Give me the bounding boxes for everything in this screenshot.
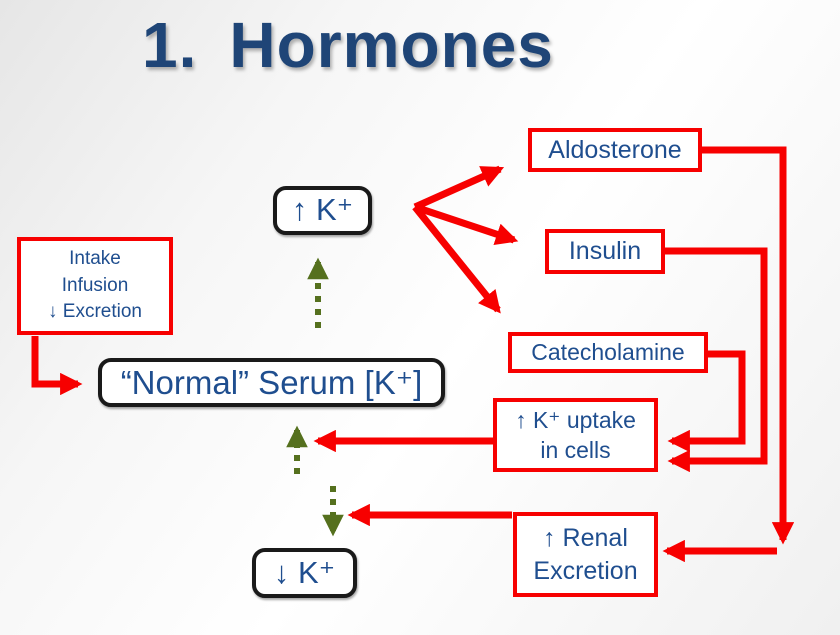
- box-aldosterone-label: Aldosterone: [548, 135, 682, 164]
- slide-title-text: Hormones: [229, 9, 554, 81]
- arrow-aldosterone-down: [701, 146, 795, 545]
- box-catecholamine: Catecholamine: [508, 332, 708, 373]
- box-increased-k: ↑ K⁺: [273, 186, 372, 235]
- arrow-kup-to-catecholamine: [412, 204, 501, 314]
- box-decreased-k: ↓ K⁺: [252, 548, 357, 598]
- box-k-uptake-in-cells: ↑ K⁺ uptake in cells: [493, 398, 658, 472]
- box-intake-line1: Intake: [69, 247, 121, 269]
- box-intake-line3: ↓ Excretion: [48, 301, 142, 323]
- arrow-kup-to-insulin: [413, 203, 519, 245]
- box-normal-serum-k-label: “Normal” Serum [K⁺]: [120, 363, 423, 401]
- slide-title-number: 1.: [142, 9, 198, 81]
- box-intake-line2: Infusion: [61, 274, 129, 296]
- box-normal-serum-k: “Normal” Serum [K⁺]: [98, 358, 445, 407]
- box-insulin-label: Insulin: [568, 237, 642, 265]
- slide-title: 1. Hormones: [142, 8, 554, 82]
- box-aldosterone: Aldosterone: [528, 128, 702, 172]
- box-renal-excretion: ↑ Renal Excretion: [513, 512, 658, 597]
- box-k-uptake-line2: in cells: [540, 437, 611, 463]
- box-renal-excretion-line2: Excretion: [533, 556, 638, 585]
- arrow-intake-to-serum: [31, 336, 83, 396]
- box-decreased-k-label: ↓ K⁺: [273, 554, 336, 590]
- box-k-uptake-line1: ↑ K⁺ uptake: [515, 406, 636, 433]
- arrow-insulin-to-uptake: [665, 247, 768, 473]
- box-intake-infusion-excretion: Intake Infusion ↓ Excretion: [17, 237, 173, 335]
- box-catecholamine-label: Catecholamine: [531, 339, 685, 366]
- arrow-kup-to-aldosterone: [413, 165, 505, 211]
- box-increased-k-label: ↑ K⁺: [291, 192, 354, 228]
- box-insulin: Insulin: [545, 229, 665, 274]
- arrow-catecholamine-to-uptake: [667, 350, 746, 453]
- box-renal-excretion-line1: ↑ Renal: [543, 523, 628, 552]
